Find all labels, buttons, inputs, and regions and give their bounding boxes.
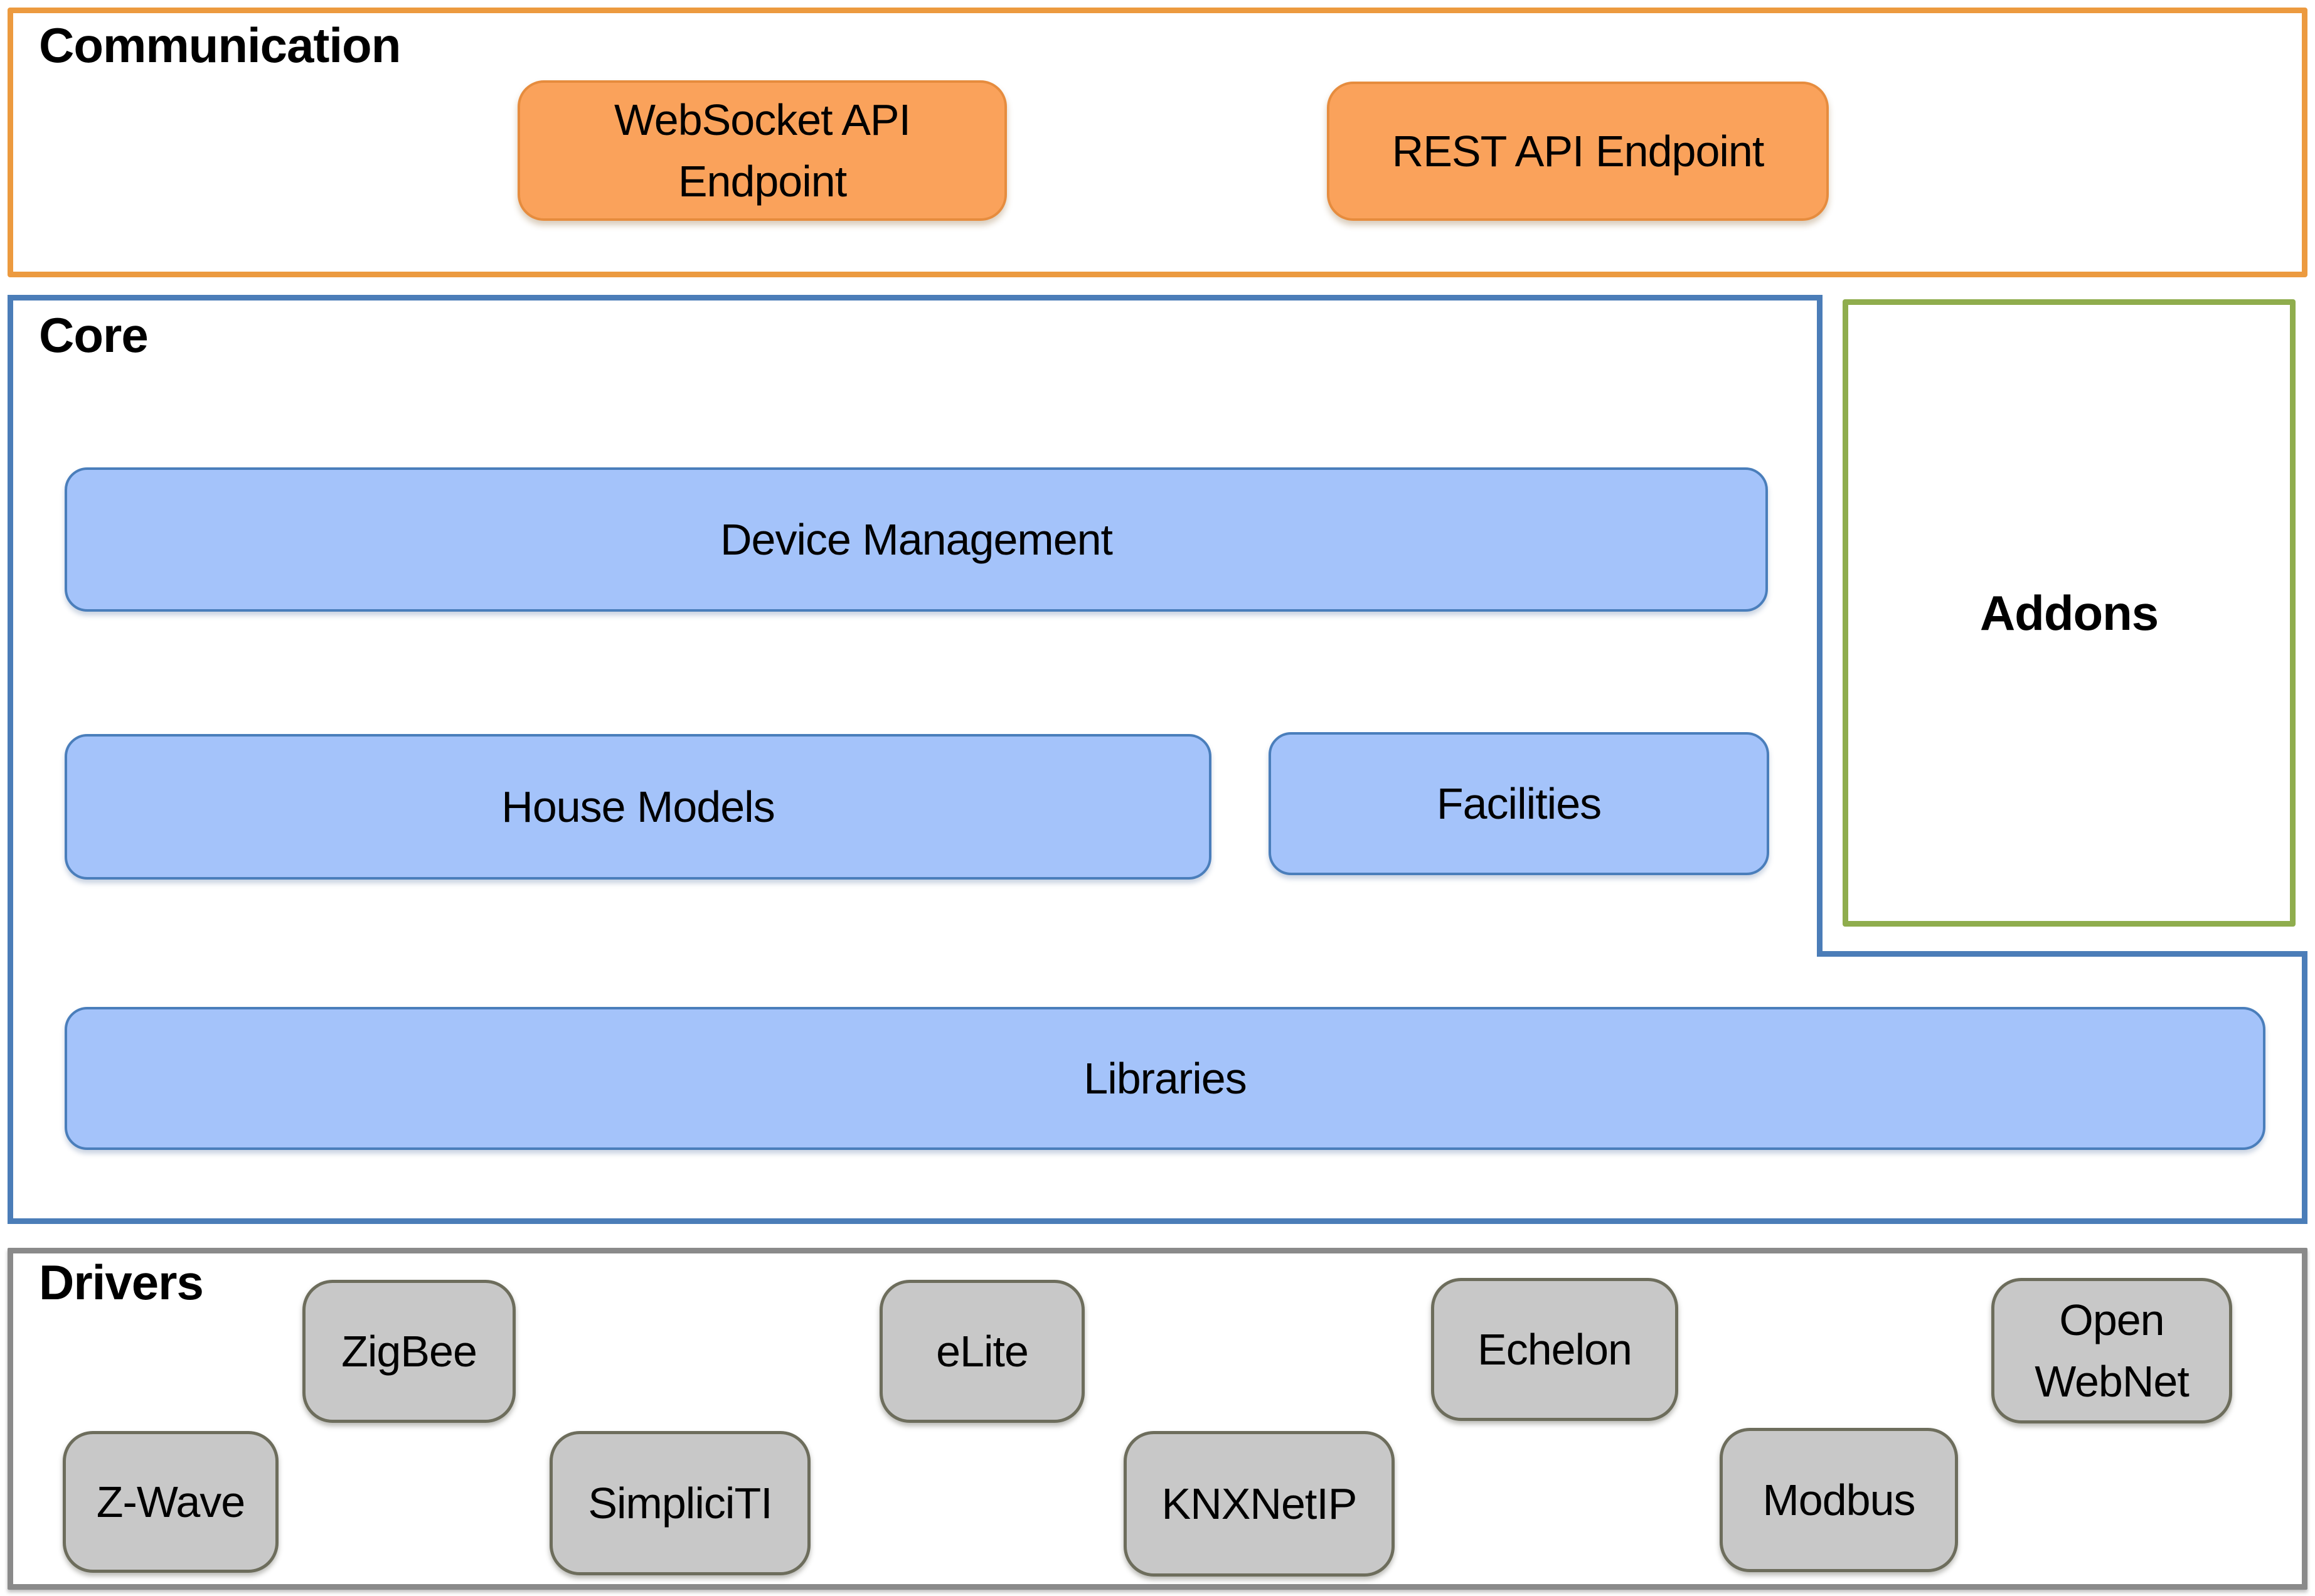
driver-label-open-webnet: Open WebNet xyxy=(2035,1295,2190,1406)
facilities-label: Facilities xyxy=(1436,779,1602,828)
driver-box-modbus: Modbus xyxy=(1720,1428,1958,1572)
driver-label-knxnetip: KNXNetIP xyxy=(1161,1479,1358,1528)
driver-box-knxnetip: KNXNetIP xyxy=(1124,1431,1395,1577)
addons-title: Addons xyxy=(1979,585,2159,641)
driver-label-modbus: Modbus xyxy=(1762,1476,1915,1524)
addons-section: Addons xyxy=(1843,299,2296,927)
core-title: Core xyxy=(39,307,149,363)
communication-title: Communication xyxy=(39,18,401,73)
driver-box-elite: eLite xyxy=(880,1280,1085,1423)
device-management-box: Device Management xyxy=(65,467,1768,612)
drivers-section xyxy=(8,1248,2307,1590)
driver-box-open-webnet: Open WebNet xyxy=(1991,1278,2232,1423)
rest-api-endpoint-label: REST API Endpoint xyxy=(1392,127,1765,176)
driver-box-z-wave: Z-Wave xyxy=(63,1431,279,1573)
facilities-box: Facilities xyxy=(1269,732,1769,875)
drivers-title: Drivers xyxy=(39,1255,204,1310)
websocket-api-endpoint-box: WebSocket API Endpoint xyxy=(518,80,1007,221)
libraries-box: Libraries xyxy=(65,1007,2265,1150)
driver-box-zigbee: ZigBee xyxy=(302,1280,516,1423)
websocket-api-endpoint-label: WebSocket API Endpoint xyxy=(614,95,911,206)
house-models-box: House Models xyxy=(65,734,1211,880)
driver-label-elite: eLite xyxy=(936,1327,1029,1376)
driver-label-zigbee: ZigBee xyxy=(341,1327,477,1376)
device-management-label: Device Management xyxy=(720,515,1113,564)
driver-label-z-wave: Z-Wave xyxy=(96,1477,245,1526)
house-models-label: House Models xyxy=(501,782,775,831)
rest-api-endpoint-box: REST API Endpoint xyxy=(1327,82,1829,221)
driver-box-simpliciti: SimpliciTI xyxy=(550,1431,811,1575)
driver-box-echelon: Echelon xyxy=(1431,1278,1678,1421)
driver-label-echelon: Echelon xyxy=(1477,1325,1632,1374)
communication-section xyxy=(8,8,2307,277)
driver-label-simpliciti: SimpliciTI xyxy=(588,1479,772,1528)
libraries-label: Libraries xyxy=(1083,1054,1247,1103)
